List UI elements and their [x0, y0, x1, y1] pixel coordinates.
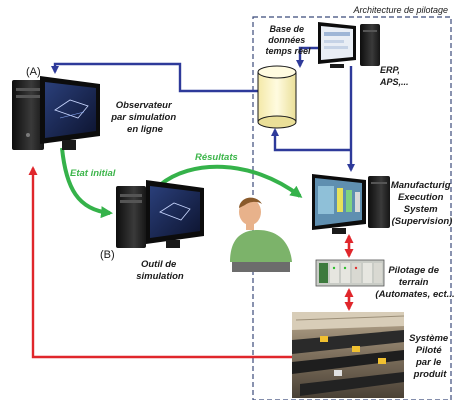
observateur-label-line-1: Observateur [116, 100, 173, 111]
erp-label: ERP, APS,... [379, 65, 409, 87]
etat-initial-label: Etat initial [70, 168, 116, 179]
outil-label: Outil de simulation [136, 259, 184, 282]
link-mes-base [271, 128, 351, 152]
observateur-label: Observateur par simulation en ligne [110, 100, 179, 135]
observateur-tag: (A) [26, 66, 41, 78]
systeme-label: Système Piloté par le produit [409, 333, 451, 380]
link-systeme-observateur [28, 166, 292, 359]
erp-computer-icon [318, 22, 380, 68]
outil-tag: (B) [100, 249, 115, 261]
terrain-label: Pilotage de terrain (Automates, ect... [375, 265, 454, 300]
plc-rack-icon [315, 259, 385, 287]
link-base-observateur [51, 62, 258, 93]
mes-label-line-4: (Supervision) [392, 216, 453, 227]
base-label-line-3: temps réel [265, 46, 311, 56]
observateur-computer-icon [12, 76, 100, 150]
mes-computer-icon [312, 174, 390, 234]
operator-person-icon [230, 197, 292, 272]
base-label-line-1: Base de [269, 24, 304, 34]
link-resultats [158, 164, 303, 198]
terrain-label-line-3: (Automates, ect... [375, 289, 454, 300]
systeme-label-line-4: produit [413, 369, 448, 380]
mes-label-line-3: System [404, 204, 438, 215]
systeme-label-line-2: Piloté [416, 345, 443, 356]
mes-label: Manufacturig Execution System (Supervisi… [391, 180, 453, 227]
resultats-label: Résultats [195, 152, 238, 163]
systeme-label-line-3: par le [415, 357, 442, 368]
link-etat-initial [60, 147, 113, 219]
terrain-label-line-1: Pilotage de [388, 265, 439, 276]
outil-label-line-2: simulation [136, 271, 184, 282]
erp-label-line-2: APS,... [379, 77, 409, 87]
outil-computer-icon [116, 180, 204, 248]
database-cylinder-icon [257, 65, 297, 129]
mes-label-line-1: Manufacturig [391, 180, 451, 191]
mes-label-line-2: Execution [398, 192, 444, 203]
factory-photo-image [292, 312, 405, 398]
observateur-label-line-2: par simulation [110, 112, 176, 123]
base-label-line-2: données [268, 35, 305, 45]
observateur-label-line-3: en ligne [127, 124, 164, 135]
erp-label-line-1: ERP, [380, 65, 400, 75]
systeme-label-line-1: Système [409, 333, 449, 344]
architecture-title: Architecture de pilotage [352, 5, 448, 15]
outil-label-line-1: Outil de [141, 259, 177, 270]
base-label: Base de données temps réel [265, 24, 311, 56]
terrain-label-line-2: terrain [399, 277, 429, 288]
